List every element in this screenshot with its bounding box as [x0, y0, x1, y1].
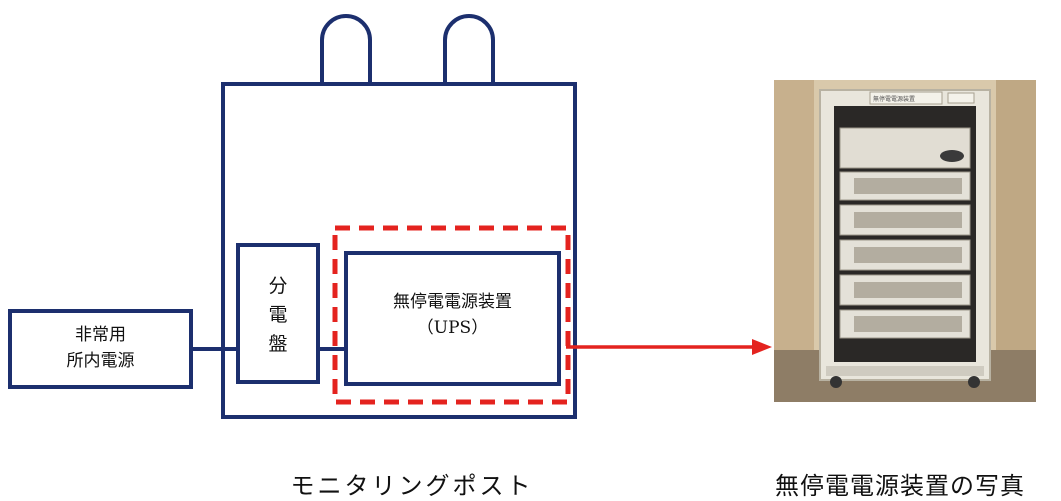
caption-ups-photo: 無停電電源装置の写真 [775, 472, 1025, 500]
power-source-label: 非常用 所内電源 [10, 322, 191, 374]
power-source-line1: 非常用 [75, 325, 126, 345]
power-source-line2: 所内電源 [66, 351, 135, 371]
panel-char-2: 電 [268, 304, 288, 326]
antenna-left [320, 14, 372, 84]
distribution-panel-box [236, 243, 320, 384]
ups-highlight-dashed [332, 225, 571, 405]
ups-box [344, 251, 561, 386]
arrow-head [752, 339, 772, 355]
panel-char-3: 盤 [268, 333, 288, 355]
monitoring-post-box [221, 82, 577, 419]
ups-photo: 無停電電源装置 [774, 80, 1036, 402]
ups-label: 無停電電源装置 （UPS） [346, 289, 559, 341]
antenna-right [443, 14, 495, 84]
caption-monitoring-post: モニタリングポスト [290, 472, 534, 500]
panel-char-1: 分 [268, 275, 288, 297]
ups-line2: （UPS） [416, 318, 489, 338]
ups-line1: 無停電電源装置 [393, 292, 512, 312]
photo-plate-text: 無停電電源装置 [873, 95, 915, 103]
distribution-panel-label: 分 電 盤 [266, 272, 290, 359]
ups-rack-image: 無停電電源装置 [774, 80, 1036, 402]
